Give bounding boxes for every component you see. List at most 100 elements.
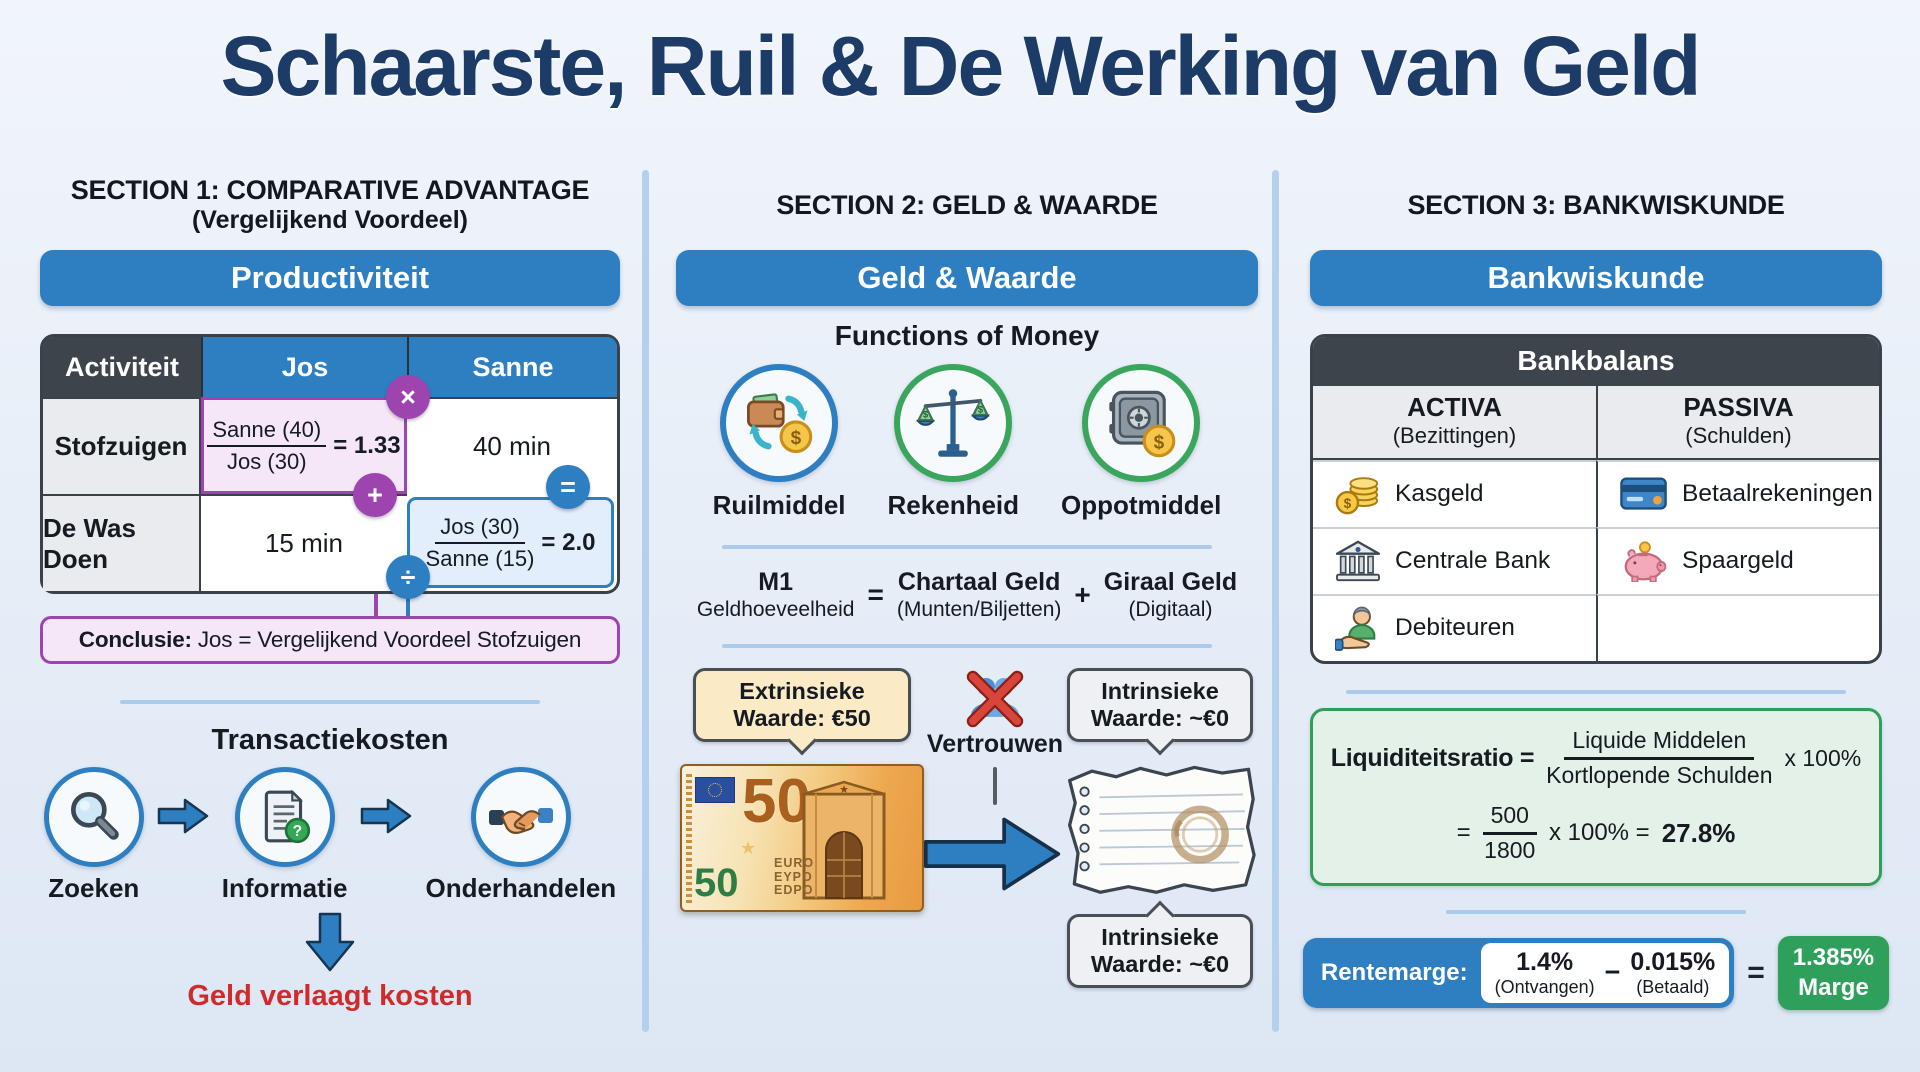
- received-rate: 1.4% (Ontvangen): [1494, 947, 1595, 997]
- column-divider-1: [642, 170, 649, 1032]
- minus-sign: −: [1604, 957, 1621, 988]
- informatie-label: Informatie: [221, 873, 348, 903]
- down-arrow-wrap: [40, 912, 620, 974]
- trust-column: Vertrouwen: [923, 668, 1063, 902]
- table-row: Centrale Bank Spaargeld: [1313, 526, 1879, 594]
- ruilmiddel-label: Ruilmiddel: [712, 490, 846, 520]
- oppotmiddel-label: Oppotmiddel: [1061, 490, 1222, 520]
- rentemarge-equals: =: [1747, 955, 1765, 989]
- bankbalans-title: Bankbalans: [1313, 337, 1879, 386]
- m1-plus: +: [1074, 578, 1091, 610]
- equals-sign: =: [1456, 819, 1471, 847]
- functions-of-money-title: Functions of Money: [834, 320, 1100, 351]
- divider-line: [1346, 689, 1846, 694]
- debiteuren-label: Debiteuren: [1395, 614, 1515, 642]
- exchange-wallet-icon: $: [747, 393, 813, 454]
- equals-badge-icon: =: [546, 465, 590, 509]
- vertical-connector: [993, 767, 997, 806]
- onderhandelen-label: Onderhandelen: [425, 873, 617, 903]
- liquiditeitsratio-box: Liquiditeitsratio = Liquide Middelen Kor…: [1310, 707, 1882, 886]
- svg-text:★: ★: [839, 784, 849, 796]
- transaction-steps-row: Zoeken ?: [40, 767, 620, 904]
- svg-text:$: $: [1154, 432, 1165, 453]
- conclusion-text: Jos = Vergelijkend Voordeel Stofzuigen: [191, 627, 582, 652]
- sanne-ratio-fraction: Jos (30) Sanne (15): [425, 514, 535, 571]
- informatie-circle: ?: [234, 767, 335, 867]
- col-header-jos: Jos: [201, 337, 407, 397]
- section-1-heading: SECTION 1: COMPARATIVE ADVANTAGE (Vergel…: [40, 172, 620, 238]
- section-2-column: SECTION 2: GELD & WAARDE Geld & Waarde F…: [676, 172, 1258, 989]
- activa-header: ACTIVA (Bezittingen): [1392, 392, 1517, 449]
- section-2-heading: SECTION 2: GELD & WAARDE: [676, 172, 1258, 238]
- function-rekenheid: $ $ Rekenheid: [887, 364, 1020, 521]
- arch-monument-icon: ★: [802, 780, 886, 900]
- row2-sanne-ratio-cell: Jos (30) Sanne (15) = 2.0: [407, 497, 614, 588]
- m1-term: M1 Geldhoeveelheid: [696, 568, 855, 621]
- liquidity-result: 27.8%: [1661, 817, 1736, 848]
- passiva-header: PASSIVA (Schulden): [1596, 386, 1879, 458]
- rentemarge-row: Rentemarge: 1.4% (Ontvangen) − 0.015% (B…: [1302, 935, 1890, 1010]
- bankwiskunde-header-bar: Bankwiskunde: [1310, 250, 1882, 306]
- liquidity-fraction: Liquide Middelen Kortlopende Schulden: [1546, 726, 1773, 789]
- times-100-equals: x 100% =: [1548, 819, 1650, 847]
- intrinsic-value-bubble-bottom: Intrinsieke Waarde: ~€0: [1067, 914, 1253, 989]
- liquiditeitsratio-label: Liquiditeitsratio =: [1330, 743, 1535, 772]
- spaargeld-label: Spaargeld: [1682, 547, 1794, 575]
- section-1-column: SECTION 1: COMPARATIVE ADVANTAGE (Vergel…: [40, 172, 620, 1013]
- spaargeld-cell: Spaargeld: [1596, 526, 1879, 594]
- section-1-heading-line1: SECTION 1: COMPARATIVE ADVANTAGE: [70, 175, 590, 205]
- eu-flag-icon: [695, 777, 735, 804]
- step-zoeken: Zoeken: [43, 767, 144, 904]
- conclusion-box: Conclusie: Jos = Vergelijkend Voordeel S…: [40, 616, 620, 664]
- rekenheid-label: Rekenheid: [887, 490, 1020, 520]
- value-comparison-row: Extrinsieke Waarde: €50 50 ★ ★ ★: [676, 668, 1258, 989]
- transactiekosten-title: Transactiekosten: [211, 724, 449, 756]
- intrinsic-value-bubble-top: Intrinsieke Waarde: ~€0: [1067, 668, 1253, 743]
- divider-line: [1446, 909, 1746, 914]
- big-arrow-wrap: [922, 811, 1062, 902]
- arrow-right-icon: [361, 798, 412, 834]
- banknote-euro-text: EURO EYPO EDPO: [774, 855, 815, 898]
- function-oppotmiddel: $ Oppotmiddel: [1061, 364, 1221, 521]
- extrinsic-value-bubble: Extrinsieke Waarde: €50: [693, 668, 911, 743]
- svg-text:$: $: [1344, 496, 1352, 511]
- jos-ratio-result: = 1.33: [333, 431, 401, 459]
- svg-text:$: $: [923, 410, 929, 421]
- divide-badge-icon: ÷: [386, 555, 430, 599]
- table-row: Debiteuren: [1313, 593, 1879, 661]
- document-info-icon: ?: [264, 789, 310, 844]
- geld-waarde-header-bar: Geld & Waarde: [676, 250, 1258, 306]
- rentemarge-label: Rentemarge:: [1320, 958, 1468, 986]
- extrinsic-column: Extrinsieke Waarde: €50 50 ★ ★ ★: [680, 668, 924, 913]
- betaalrekeningen-label: Betaalrekeningen: [1682, 480, 1873, 508]
- bank-building-icon: [1335, 540, 1381, 582]
- bankbalans-subheader: ACTIVA (Bezittingen) PASSIVA (Schulden): [1313, 386, 1879, 460]
- big-arrow-right-icon: [923, 817, 1061, 891]
- arrow-2: [360, 796, 412, 841]
- people-crossed-icon: [966, 670, 1024, 728]
- paid-rate: 0.015% (Betaald): [1630, 947, 1716, 997]
- arrow-right-icon: [157, 798, 209, 834]
- divider-line: [722, 644, 1212, 649]
- safe-icon: $: [1109, 390, 1176, 458]
- step-informatie: ? Informatie: [221, 767, 348, 904]
- section-3-heading: SECTION 3: BANKWISKUNDE: [1310, 172, 1882, 238]
- jos-ratio-fraction: Sanne (40) Jos (30): [207, 417, 327, 474]
- section-2-heading-line1: SECTION 2: GELD & WAARDE: [776, 189, 1158, 220]
- torn-paper-icon: [1068, 766, 1256, 895]
- euro-banknote: 50 ★ ★ ★ 50: [680, 764, 924, 913]
- rekenheid-circle: $ $: [894, 364, 1013, 482]
- liquidity-formula-line1: Liquiditeitsratio = Liquide Middelen Kor…: [1325, 727, 1867, 790]
- kasgeld-label: Kasgeld: [1395, 480, 1484, 508]
- liquidity-numbers-fraction: 500 1800: [1482, 801, 1537, 864]
- row1-sanne-value: 40 min: [407, 397, 617, 494]
- svg-text:$: $: [978, 404, 984, 415]
- liquidity-formula-line2: = 500 1800 x 100% = 27.8%: [1325, 802, 1867, 865]
- intrinsic-column: Intrinsieke Waarde: ~€0: [1066, 668, 1256, 989]
- arrow-down-icon: [305, 912, 355, 972]
- banknote-value-large: 50: [742, 767, 811, 837]
- section-1-heading-line2: (Vergelijkend Voordeel): [191, 206, 468, 234]
- table-row: $ Kasgeld Betaalrekeningen: [1313, 459, 1879, 527]
- step-onderhandelen: Onderhandelen: [425, 767, 616, 904]
